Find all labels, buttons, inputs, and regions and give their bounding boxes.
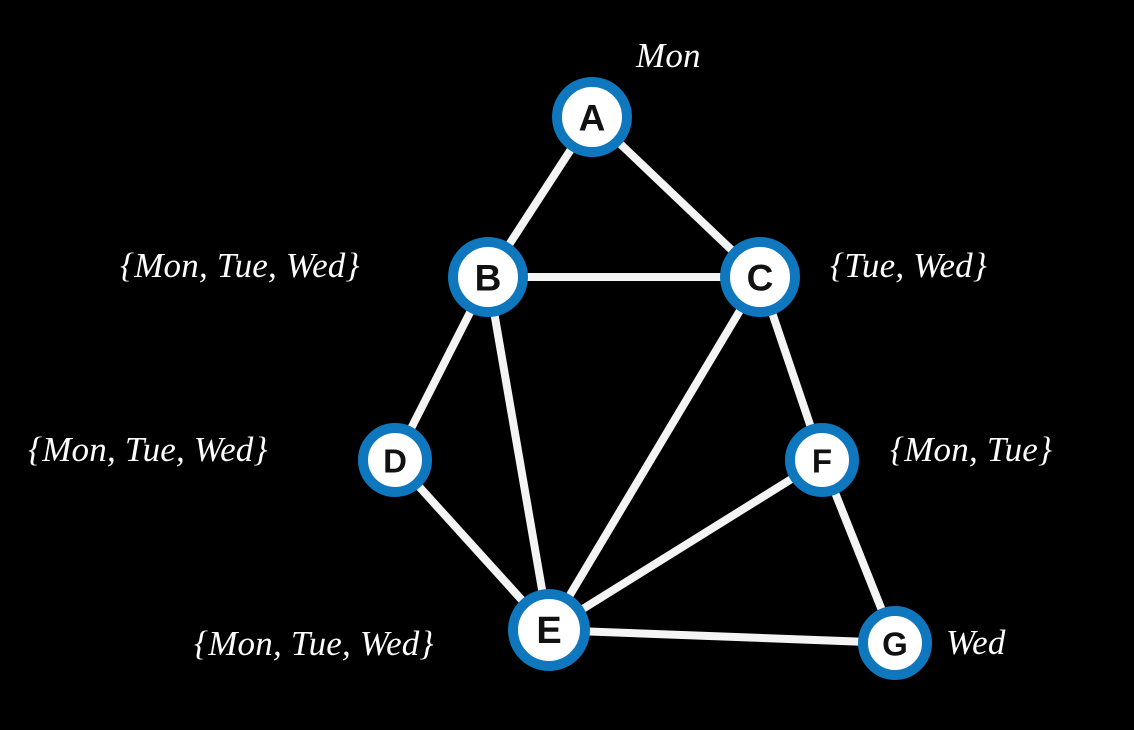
node-circle — [720, 237, 800, 317]
domain-label-c: {Tue, Wed} — [830, 246, 988, 285]
node-circle — [508, 589, 590, 671]
node-label-a: A — [579, 98, 606, 139]
graph-node-e[interactable]: E — [508, 589, 590, 671]
graph-node-b[interactable]: B — [448, 237, 528, 317]
node-circle — [785, 423, 859, 497]
nodes-group: A B C D E F G — [358, 77, 932, 680]
node-label-c: C — [747, 258, 774, 299]
graph-edge — [546, 456, 825, 634]
node-label-f: F — [812, 443, 832, 480]
node-label-d: D — [383, 443, 407, 480]
node-circle — [448, 237, 528, 317]
domain-label-e: {Mon, Tue, Wed} — [194, 624, 434, 663]
graph-edge — [484, 276, 553, 631]
graph-node-a[interactable]: A — [552, 77, 632, 157]
edges-group — [391, 114, 899, 647]
node-label-g: G — [882, 626, 908, 663]
domain-label-g: Wed — [946, 623, 1006, 662]
graph-edge — [548, 626, 896, 647]
node-label-e: E — [536, 610, 561, 652]
domain-label-d: {Mon, Tue, Wed} — [28, 430, 268, 469]
domain-label-f: {Mon, Tue} — [890, 430, 1053, 469]
domain-label-a: Mon — [636, 36, 701, 75]
domain-label-b: {Mon, Tue, Wed} — [120, 246, 360, 285]
graph-node-c[interactable]: C — [720, 237, 800, 317]
graph-node-f[interactable]: F — [785, 423, 859, 497]
graph-node-g[interactable]: G — [858, 606, 932, 680]
node-circle — [552, 77, 632, 157]
graph-node-d[interactable]: D — [358, 423, 432, 497]
node-label-b: B — [475, 258, 502, 299]
node-circle — [358, 423, 432, 497]
graph-edge — [545, 274, 764, 633]
node-circle — [858, 606, 932, 680]
